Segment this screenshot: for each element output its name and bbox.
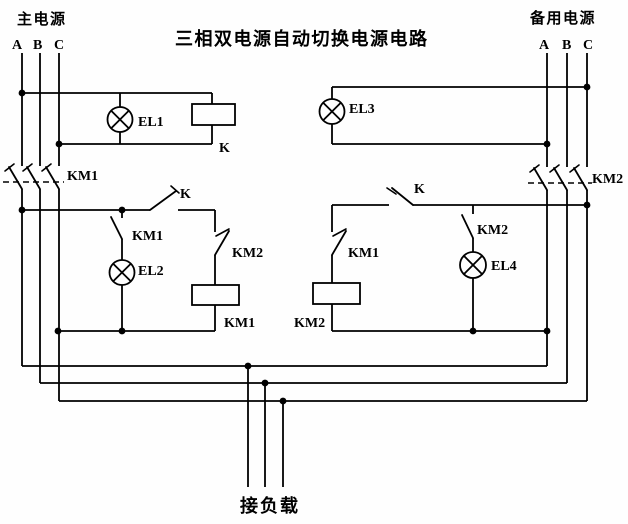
km1-main-contacts: KM1 (3, 163, 98, 190)
main-phase-b-label: B (33, 38, 42, 53)
km1-no-aux-contact: KM1 (110, 216, 163, 244)
k-nc-contact: K (386, 182, 425, 206)
el4-lamp (459, 251, 487, 279)
backup-phase-a-label: A (539, 38, 550, 53)
k-no-contact-label: K (180, 187, 191, 202)
km1-nc-interlock-contact: KM1 (331, 228, 379, 261)
left-control-circuit: K KM2 KM1 KM1 EL2 (22, 185, 263, 332)
backup-supply-feed-lines (546, 53, 588, 401)
junction-dots (18, 83, 591, 405)
el3-label: EL3 (349, 102, 375, 117)
km1-coil (191, 284, 240, 306)
km2-no-aux-contact: KM2 (461, 214, 508, 239)
km2-nc-interlock-label: KM2 (232, 246, 263, 261)
el1-lamp (106, 106, 134, 133)
main-supply-label: 主电源 (17, 10, 67, 28)
km2-coil (312, 282, 361, 305)
backup-supply-label: 备用电源 (529, 9, 596, 27)
el1-label: EL1 (138, 115, 164, 130)
k-nc-contact-label: K (414, 182, 425, 197)
km2-coil-label: KM2 (294, 316, 325, 331)
el3-lamp (318, 98, 346, 125)
main-phase-a-label: A (12, 38, 23, 53)
right-control-circuit: K KM1 KM2 KM2 EL4 (294, 182, 587, 332)
km2-main-contacts: KM2 (528, 164, 623, 191)
el2-lamp (108, 259, 136, 286)
main-phase-c-label: C (54, 38, 64, 53)
km2-no-aux-label: KM2 (477, 223, 508, 238)
km2-nc-interlock-contact: KM2 (214, 228, 263, 261)
km1-main-contacts-label: KM1 (67, 169, 98, 184)
backup-phase-c-label: C (583, 38, 593, 53)
k-relay-coil (191, 103, 236, 126)
el4-label: EL4 (491, 259, 517, 274)
el3-loop: EL3 (318, 86, 587, 145)
km1-coil-label: KM1 (224, 316, 255, 331)
diagram-title: 三相双电源自动切换电源电路 (175, 28, 429, 49)
el2-label: EL2 (138, 264, 164, 279)
el1-k-coil-loop: EL1 K (22, 92, 236, 156)
load-label: 接负载 (240, 495, 300, 516)
load-output-lines (22, 365, 587, 487)
backup-phase-b-label: B (562, 38, 571, 53)
km1-no-aux-label: KM1 (132, 229, 163, 244)
km2-main-contacts-label: KM2 (592, 172, 623, 187)
k-no-contact: K (149, 185, 191, 211)
km1-nc-interlock-label: KM1 (348, 246, 379, 261)
k-coil-label: K (219, 141, 230, 156)
main-supply-feed-lines (21, 53, 60, 401)
